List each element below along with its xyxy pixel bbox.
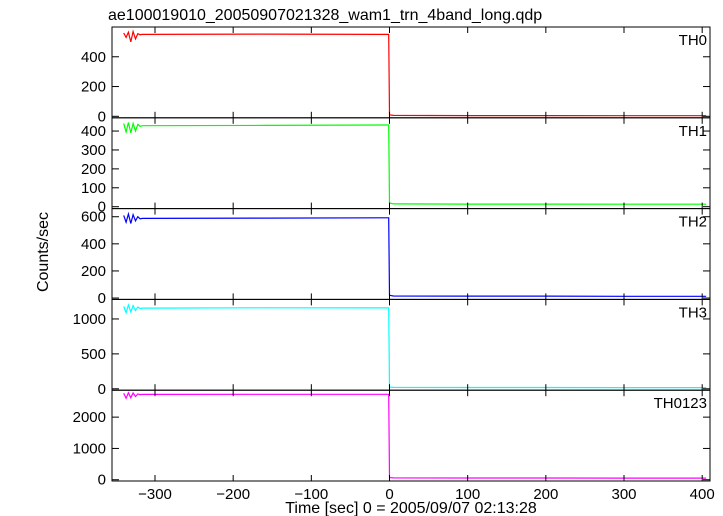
panel-frame: [111, 208, 711, 300]
y-tick-label: 0: [98, 108, 106, 125]
panel-th1: 0 100 200 300 400 TH1: [81, 117, 711, 216]
x-tick-label: −200: [216, 486, 250, 503]
y-tick-label: 1000: [73, 311, 106, 328]
panel-frame: [111, 117, 711, 210]
series-line-th0: [123, 29, 707, 117]
y-tick-label: 600: [81, 209, 106, 226]
panel-label: TH1: [679, 123, 707, 140]
panel-frame: [111, 26, 711, 119]
x-tick-label: 0: [385, 486, 393, 503]
chart-title: ae100019010_20050907021328_wam1_trn_4ban…: [108, 7, 542, 24]
panel-label: TH2: [679, 214, 707, 231]
panel-th0: 0 200 400 TH0: [81, 26, 711, 125]
series-line-th3: [123, 303, 707, 389]
y-tick-label: 0: [98, 381, 106, 398]
series-line-th0123: [123, 391, 707, 479]
x-tick-label: 100: [455, 486, 480, 503]
panel-th2: 0 200 400 600 TH2: [81, 208, 711, 307]
y-tick-label: 400: [81, 123, 106, 140]
y-tick-label: 1000: [73, 440, 106, 457]
y-axis-label: Counts/sec: [35, 212, 52, 292]
panel-frame: [111, 298, 711, 391]
x-tick-label: −100: [294, 486, 328, 503]
panel-label: TH0123: [654, 395, 707, 412]
x-tick-label: 400: [690, 486, 715, 503]
y-tick-label: 0: [98, 472, 106, 489]
y-tick-label: 200: [81, 263, 106, 280]
x-tick-label: −300: [138, 486, 172, 503]
panel-th3: 0 500 1000 TH3: [73, 298, 711, 398]
panel-frame: [111, 389, 711, 482]
y-tick-label: 300: [81, 142, 106, 159]
x-axis-label: Time [sec] 0 = 2005/09/07 02:13:28: [285, 500, 537, 516]
y-tick-label: 200: [81, 79, 106, 96]
y-tick-label: 0: [98, 199, 106, 216]
series-line-th1: [123, 121, 707, 205]
x-tick-label: 200: [533, 486, 558, 503]
y-tick-label: 200: [81, 161, 106, 178]
y-tick-label: 100: [81, 180, 106, 197]
y-tick-label: 2000: [73, 409, 106, 426]
y-tick-label: 400: [81, 49, 106, 66]
x-tick-label: 300: [611, 486, 636, 503]
panel-th0123: 0 1000 2000 TH0123: [73, 389, 711, 489]
series-line-th2: [123, 211, 707, 297]
y-tick-label: 400: [81, 236, 106, 253]
y-tick-label: 0: [98, 290, 106, 307]
panel-label: TH3: [679, 304, 707, 321]
panel-label: TH0: [679, 32, 707, 49]
y-tick-label: 500: [81, 346, 106, 363]
